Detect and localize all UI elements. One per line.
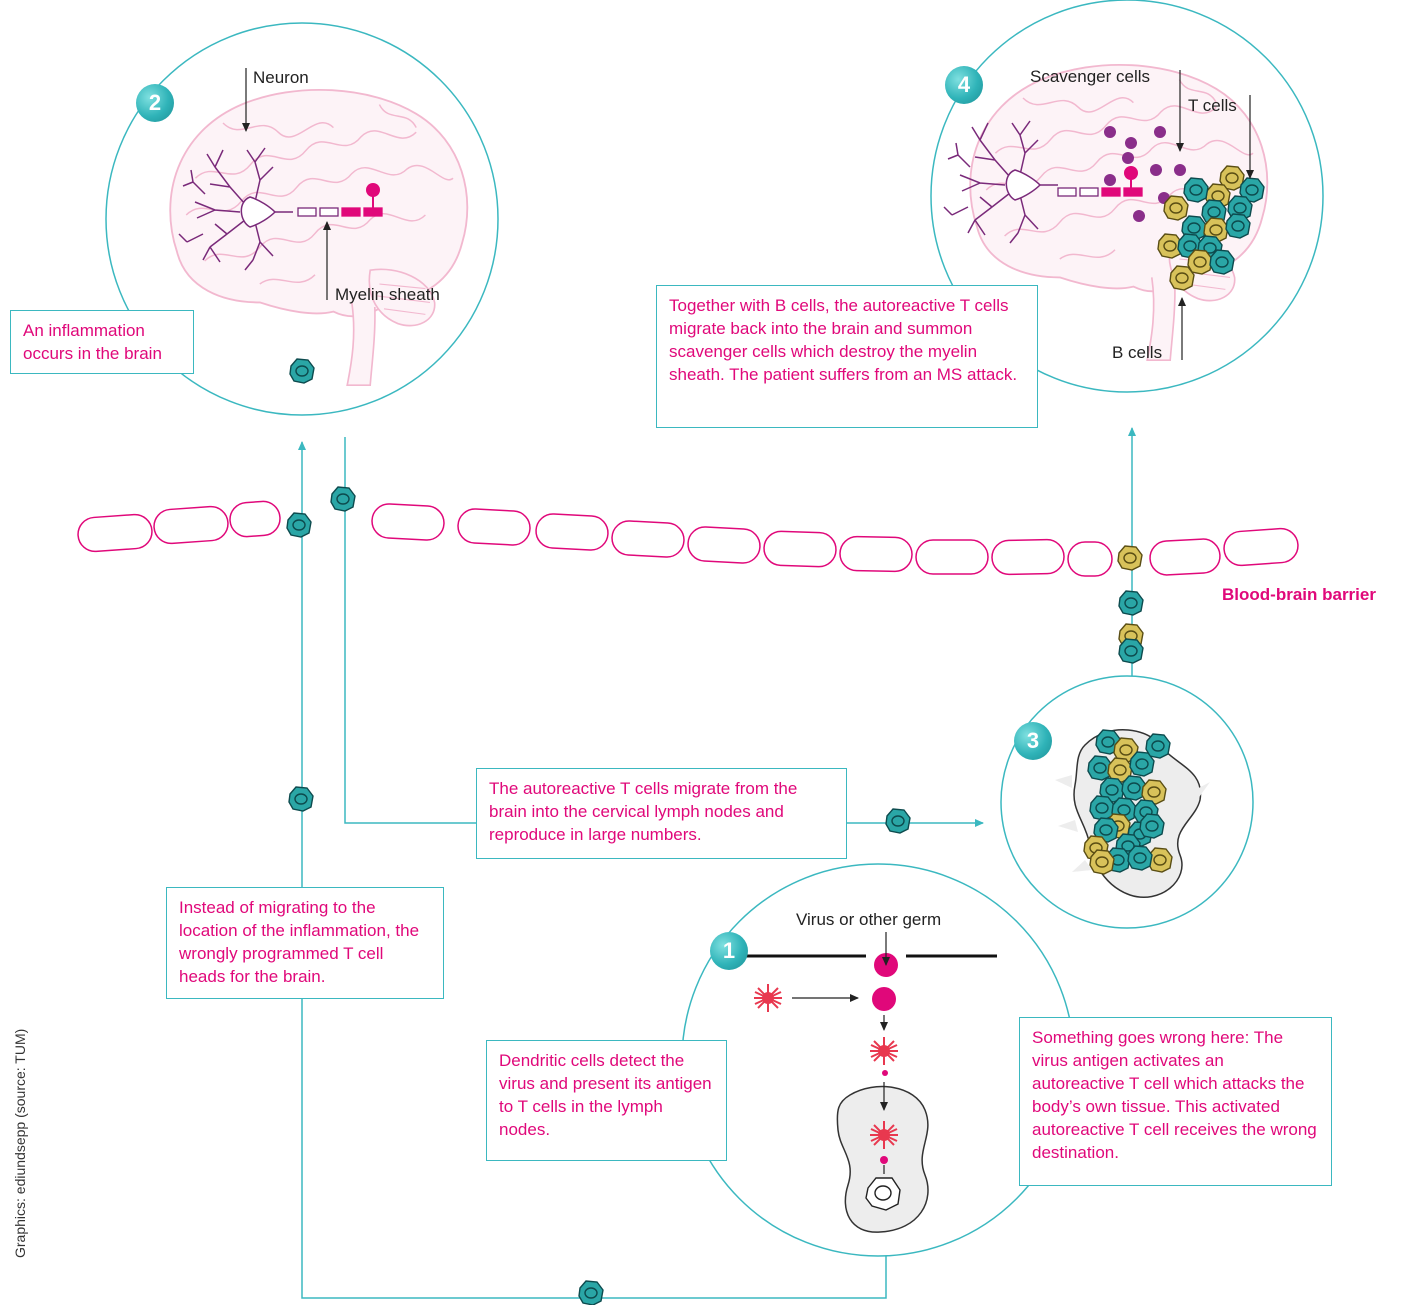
dendritic-cell-icon: [753, 983, 783, 1013]
text-box-something-wrong: Something goes wrong here: The virus ant…: [1019, 1017, 1332, 1186]
antibody-icon: [366, 183, 380, 208]
scavenger-cells: [1104, 126, 1186, 222]
circle-brain-inflammation: [105, 22, 499, 416]
label-myelin-sheath: Myelin sheath: [335, 285, 440, 304]
graphics-credit: Graphics: ediundsepp (source: TUM): [12, 1028, 28, 1258]
text-box-ms-attack: Together with B cells, the autoreactive …: [656, 285, 1038, 428]
text-box-inflammation: An inflammation occurs in the brain: [10, 310, 194, 374]
step-badge-3: 3: [1014, 722, 1052, 760]
circle-dendritic-activation: [681, 863, 1075, 1257]
step-badge-2: 2: [136, 84, 174, 122]
circle-lymph-node-proliferation: [1000, 675, 1254, 929]
step-badge-1: 1: [710, 932, 748, 970]
blood-brain-barrier: [77, 500, 1299, 577]
text-box-lymph-migration: The autoreactive T cells migrate from th…: [476, 768, 847, 859]
label-t-cells: T cells: [1188, 96, 1237, 115]
t-cell-nucleus-icon: [865, 1177, 901, 1211]
step-badge-4: 4: [945, 66, 983, 104]
label-neuron: Neuron: [253, 68, 309, 87]
myelin-segments: [297, 207, 383, 217]
label-virus: Virus or other germ: [796, 910, 942, 929]
t-cell-icon: [289, 358, 315, 384]
text-box-dendritic-cells: Dendritic cells detect the virus and pre…: [486, 1040, 727, 1161]
label-scavenger-cells: Scavenger cells: [1030, 67, 1151, 86]
label-b-cells: B cells: [1112, 343, 1163, 362]
label-blood-brain-barrier: Blood-brain barrier: [1222, 585, 1376, 604]
text-box-wrong-destination: Instead of migrating to the location of …: [166, 887, 444, 999]
